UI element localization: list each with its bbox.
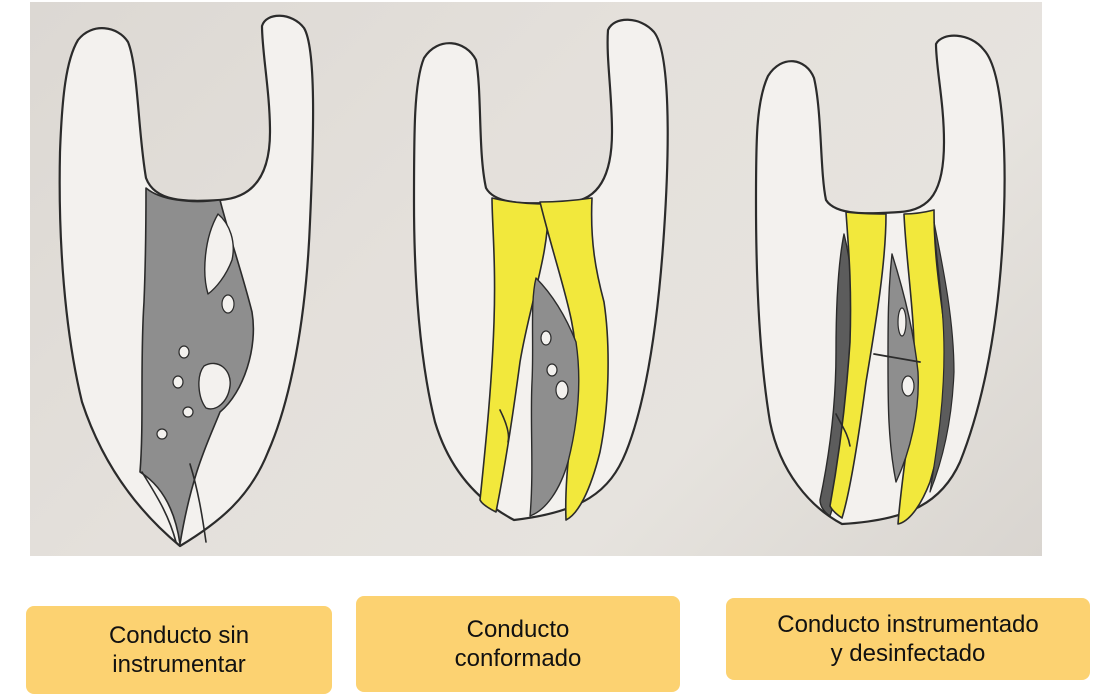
caption-instrumented-disinfected-canal: Conducto instrumentado y desinfectado bbox=[726, 598, 1090, 680]
caption-shaped-canal: Conducto conformado bbox=[356, 596, 680, 692]
tooth-illustrations bbox=[30, 2, 1042, 556]
tooth-uninstrumented bbox=[60, 16, 313, 546]
tooth-shaped bbox=[414, 20, 668, 520]
drawing-paper bbox=[30, 2, 1042, 556]
caption-uninstrumented-canal: Conducto sin instrumentar bbox=[26, 606, 332, 694]
tooth-instrumented bbox=[756, 36, 1005, 524]
